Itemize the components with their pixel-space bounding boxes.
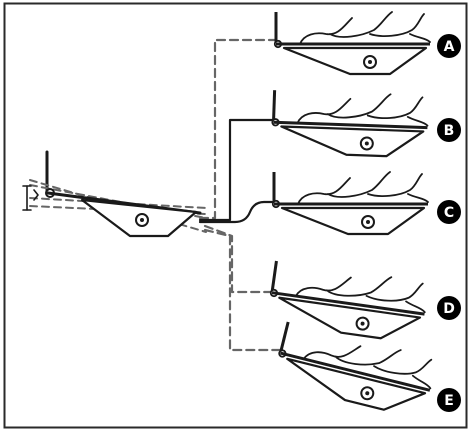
connector-D <box>203 224 274 294</box>
badge-label: B <box>444 123 455 139</box>
badge-e: E <box>437 388 461 412</box>
connector-E <box>203 228 284 352</box>
angle-indicator <box>22 185 39 211</box>
badge-a: A <box>437 34 461 58</box>
source-pin <box>135 213 149 227</box>
badge-label: C <box>444 205 454 221</box>
source-bracket <box>80 198 198 238</box>
variant-badges: A B C D E <box>437 34 461 412</box>
badge-label: E <box>444 393 454 409</box>
source-mechanism <box>22 150 207 238</box>
connector-C <box>198 200 274 224</box>
connector-A <box>198 38 277 220</box>
connector-lines <box>198 38 284 352</box>
connector-B <box>198 118 274 222</box>
badge-c: C <box>437 200 461 224</box>
badge-label: D <box>443 301 455 317</box>
badge-label: A <box>444 39 455 55</box>
badge-b: B <box>437 118 461 142</box>
badge-d: D <box>437 296 461 320</box>
